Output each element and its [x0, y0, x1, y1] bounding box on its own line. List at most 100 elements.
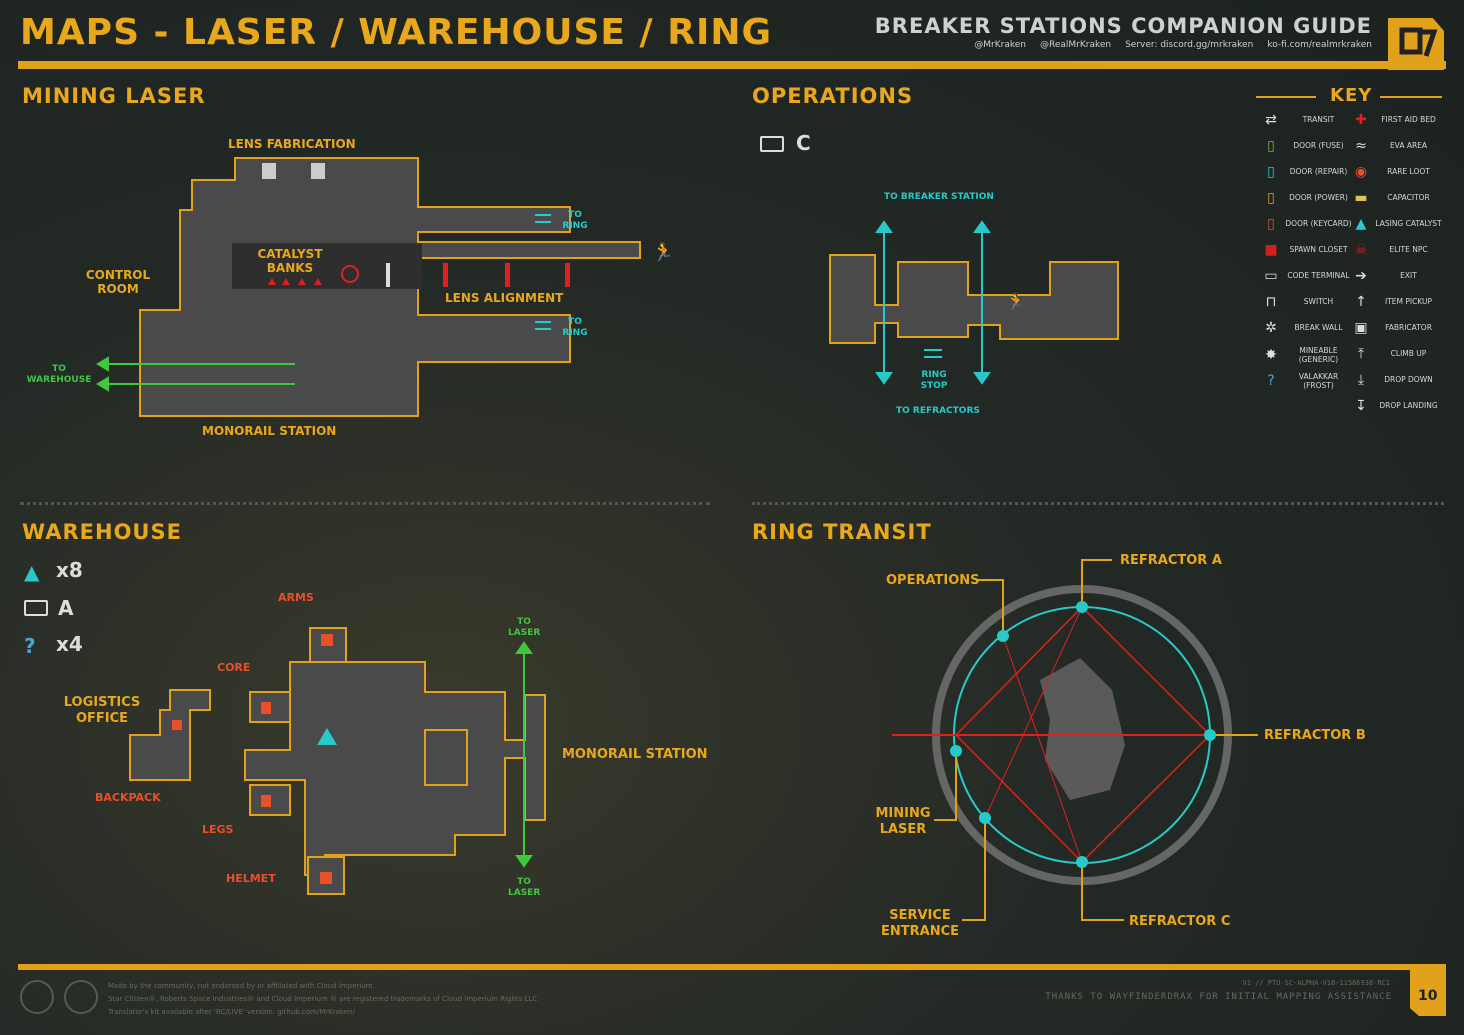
label-lens-fabrication: LENS FABRICATION — [228, 137, 356, 151]
break-wall-icon: ✲ — [1265, 320, 1277, 336]
operations-title: OPERATIONS — [752, 84, 914, 108]
key-item: ◉ RARE LOOT — [1348, 164, 1443, 180]
eva-icon: ≈ — [1355, 138, 1367, 154]
capacitor-icon: ▬ — [1354, 190, 1368, 206]
thanks-text: THANKS TO WAYFINDERDRAX FOR INITIAL MAPP… — [1045, 992, 1392, 1002]
label-to-refractors: TO REFRACTORS — [896, 406, 980, 416]
key-label: VALAKKAR (FROST) — [1298, 372, 1339, 391]
mineable-icon: ✸ — [1265, 347, 1277, 364]
switch-icon: ⊓ — [1265, 294, 1277, 310]
key-label: DROP LANDING — [1379, 401, 1438, 411]
label-operations: OPERATIONS — [886, 573, 980, 588]
community-logo — [64, 980, 98, 1014]
drop-landing-icon: ↧ — [1355, 398, 1367, 414]
kofi-link[interactable]: ko-fi.com/realmrkraken — [1267, 40, 1372, 50]
label-refractor-c: REFRACTOR C — [1129, 914, 1231, 929]
key-item: ▣ FABRICATOR — [1348, 320, 1443, 336]
key-item: ⤒CLIMB UP — [1348, 346, 1443, 362]
key-item: ?VALAKKAR (FROST) — [1258, 372, 1353, 391]
key-label: DROP DOWN — [1384, 375, 1433, 385]
key-item: ↑ITEM PICKUP — [1348, 294, 1443, 310]
key-item: ↧ DROP LANDING — [1348, 398, 1443, 414]
page-title: MAPS - LASER / WAREHOUSE / RING — [20, 12, 773, 53]
label-to-warehouse: TO WAREHOUSE — [26, 364, 92, 385]
rare-loot-icon: ◉ — [1354, 164, 1368, 180]
page-number: 10 — [1418, 988, 1438, 1004]
door-keycard-icon: ▯ — [1267, 216, 1275, 232]
door-fuse-icon: ▯ — [1267, 138, 1275, 154]
disclaimer-line: Made by the community, not endorsed by o… — [108, 982, 375, 990]
label-service-entrance: SERVICE ENTRANCE — [881, 908, 959, 939]
label-to-ring: TO RING — [562, 317, 588, 338]
label-catalyst-banks: CATALYST BANKS — [257, 247, 323, 276]
key-item: ■ SPAWN CLOSET — [1258, 242, 1353, 258]
section-divider — [752, 502, 1444, 505]
label-lens-alignment: LENS ALIGNMENT — [445, 291, 564, 305]
key-label: SWITCH — [1303, 297, 1334, 307]
label-monorail-station: MONORAIL STATION — [202, 424, 337, 438]
lens-icon — [341, 265, 359, 283]
key-label: DOOR (FUSE) — [1293, 141, 1344, 151]
key-label: ITEM PICKUP — [1384, 297, 1433, 307]
key-label: EVA AREA — [1389, 141, 1428, 151]
key-label: CODE TERMINAL — [1287, 271, 1350, 281]
key-label: SPAWN CLOSET — [1289, 245, 1348, 255]
key-label: CAPACITOR — [1387, 193, 1430, 203]
key-label: BREAK WALL — [1294, 323, 1343, 333]
door-power-icon: ▯ — [1267, 190, 1275, 206]
key-label: EXIT — [1400, 271, 1417, 281]
key-item: ⤓DROP DOWN — [1348, 372, 1443, 388]
operations-terminal-code: C — [796, 131, 811, 155]
mining-laser-map: 🏃 — [96, 157, 674, 417]
warehouse-map: ? — [129, 627, 546, 895]
key-label: ELITE NPC — [1389, 245, 1428, 255]
twitter-link[interactable]: @RealMrKraken — [1039, 40, 1112, 50]
key-item: ≈ EVA AREA — [1348, 138, 1443, 154]
key-label: MINEABLE (GENERIC) — [1298, 346, 1339, 365]
lasing-catalyst-icon: ▲ — [1355, 216, 1367, 232]
svg-text:🏃: 🏃 — [1006, 292, 1026, 311]
fabricator-icon: ▣ — [1354, 320, 1368, 336]
key-label: DOOR (KEYCARD) — [1285, 219, 1352, 229]
key-item: ✸ MINEABLE (GENERIC) — [1258, 346, 1353, 365]
label-to-breaker-station: TO BREAKER STATION — [884, 192, 994, 202]
label-refractor-a: REFRACTOR A — [1120, 553, 1222, 568]
valakkar-count: x4 — [56, 632, 83, 656]
disclaimer-line: Star Citizen®, Roberts Space Industries®… — [108, 995, 538, 1003]
footer-divider — [18, 964, 1446, 970]
spawn-closet-icon: ■ — [1264, 242, 1278, 258]
key-item: ⊓ SWITCH — [1258, 294, 1353, 310]
key-rule — [1380, 96, 1442, 98]
key-item: ⇄TRANSIT — [1258, 112, 1353, 128]
youtube-link[interactable]: @MrKraken — [974, 40, 1026, 50]
key-title: KEY — [1330, 85, 1373, 106]
guide-title: BREAKER STATIONS COMPANION GUIDE — [874, 14, 1372, 38]
disclaimer-line: Translator's kit available after 'RC/LIV… — [108, 1008, 355, 1016]
exit-icon: 🏃 — [652, 241, 674, 263]
operations-map: 🏃 — [829, 220, 1119, 385]
discord-link[interactable]: Server: discord.gg/mrkraken — [1125, 40, 1254, 50]
code-terminal-icon — [760, 136, 784, 152]
label-logistics-office: LOGISTICS OFFICE — [63, 695, 141, 726]
key-label: FABRICATOR — [1385, 323, 1432, 333]
lasing-catalyst-icon: ▲ — [24, 560, 40, 584]
valakkar-icon: ? — [24, 634, 36, 658]
key-label: RARE LOOT — [1387, 167, 1430, 177]
key-item: ▯ DOOR (REPAIR) — [1258, 164, 1353, 180]
section-divider — [20, 502, 710, 505]
key-item: ▲LASING CATALYST — [1348, 216, 1443, 232]
label-to-laser: TO LASER — [508, 617, 541, 638]
door-repair-icon: ▯ — [1267, 164, 1275, 180]
code-terminal-icon — [24, 600, 48, 616]
ring-transit-title: RING TRANSIT — [752, 520, 932, 544]
label-arms: ARMS — [278, 591, 314, 604]
key-item: ☠ELITE NPC — [1348, 242, 1443, 258]
exit-icon: ➔ — [1355, 268, 1367, 284]
key-label: DOOR (REPAIR) — [1289, 167, 1348, 177]
warehouse-title: WAREHOUSE — [22, 520, 182, 544]
label-legs: LEGS — [202, 823, 234, 836]
community-logo — [20, 980, 54, 1014]
code-terminal-icon: ▭ — [1264, 268, 1278, 284]
label-monorail-station: MONORAIL STATION — [562, 747, 708, 762]
key-item: ▯ DOOR (KEYCARD) — [1258, 216, 1353, 232]
